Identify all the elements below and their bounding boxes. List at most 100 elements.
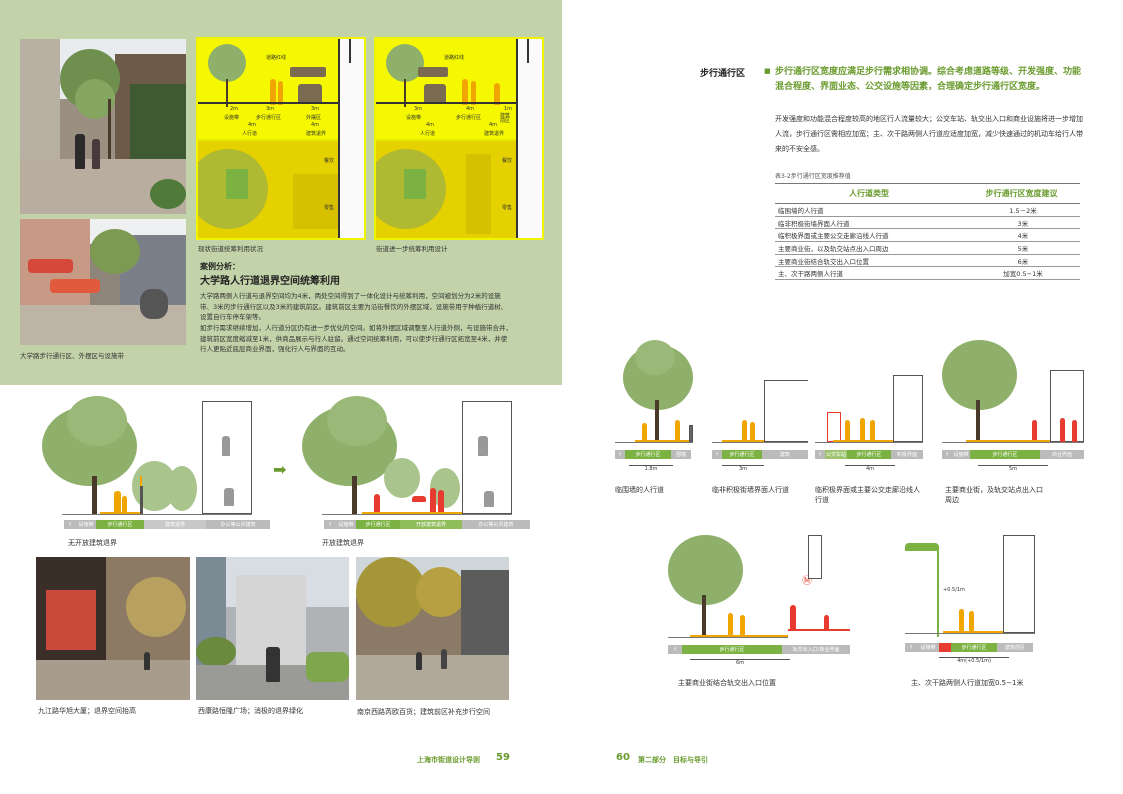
diagram-4-bar-1: 设施带	[952, 450, 970, 459]
plan-2-caption: 街道进一步统筹利用设计	[376, 245, 448, 253]
plan-2-width-2: 4m	[466, 106, 475, 112]
plan-current-state: 道路红线 2m 3m 3m 设施带 步行通行区 外摆区 4m 4m 人行道 建筑…	[196, 37, 366, 240]
footer-right-title: 第二部分 目标与导引	[638, 756, 708, 764]
diagram-non-active-frontage: ↑ 步行通行区 建筑 3m	[712, 340, 812, 475]
plan-1-group-2: 建筑退界	[306, 131, 327, 137]
side-heading: 步行通行区	[700, 69, 746, 79]
case-body-1: 大学路两侧人行道与退界空间均为4米，两处空间得到了一体化设计与统筹利用，空间被划…	[200, 292, 508, 321]
footer-left-title: 上海市街道设计导则	[417, 756, 480, 764]
photo-bottom-caption-1: 九江路华旭大厦；退界空间抬高	[38, 707, 136, 715]
widening-marker	[939, 643, 951, 652]
up-arrow-icon: ↑	[64, 520, 76, 529]
plan-1-width-3: 3m	[311, 106, 320, 112]
table-cell: 6米	[963, 254, 1080, 268]
diagram-6-bar-2: 步行通行区	[951, 643, 997, 652]
plan-1-side-label-1: 餐饮	[323, 158, 334, 164]
diagram-1-bar-2: 围墙	[671, 450, 691, 459]
table-cell: 3米	[963, 216, 1080, 230]
footer-left-page: 59	[496, 752, 510, 763]
table-cell: 主要商业街，以及轨交站点出入口周边	[775, 241, 963, 255]
lead-paragraph: 步行通行区宽度应满足步行需求相协调。综合考虑道路等级、开发强度、功能混合程度、界…	[775, 67, 1082, 92]
up-arrow-icon: ↑	[615, 450, 625, 459]
diagram-2-bar-2: 建筑	[762, 450, 808, 459]
diagram-6-bar-1: 设施带	[917, 643, 939, 652]
photo-daxue-road-outdoor-seating	[20, 219, 186, 345]
diagram-6-caption: 主、次干路两侧人行道加宽0.5−1米	[911, 679, 1024, 687]
plan-2-group-2: 建筑退界	[484, 131, 505, 137]
photo-caption-1: 大学路步行通行区、外摆区与设施带	[20, 352, 124, 360]
plan-1-span-b: 4m	[311, 122, 320, 128]
photo-nanjing-west-road	[356, 557, 509, 700]
case-label: 案例分析：	[200, 262, 240, 271]
section-right-bar-4: 办公等公共建筑	[462, 520, 530, 529]
table-cell: 临积极界面或主要公交走廊沿线人行道	[775, 228, 963, 243]
plan-2-side-label-2: 零售	[501, 205, 512, 211]
plan-2-zone-1: 设施带	[406, 115, 422, 121]
plan-2-width-1: 3m	[414, 106, 423, 112]
diagram-arterial-widening: +0.5/1m ↑ 设施带 步行通行区 建筑前区 4m(+0.5/1m)	[905, 535, 1035, 675]
diagram-6-bar-3: 建筑前区	[997, 643, 1033, 652]
bullet-icon: ■	[764, 67, 771, 75]
diagram-1-bar-1: 步行通行区	[625, 450, 671, 459]
diagram-2-bar-1: 步行通行区	[722, 450, 762, 459]
diagram-5-width: 6m	[690, 659, 790, 666]
photo-bottom-caption-3: 南京西路芮欧百货；建筑前区补充步行空间	[357, 708, 490, 716]
section-right-bar-3: 开放建筑退界	[400, 520, 462, 529]
photo-jiujiang-road	[36, 557, 190, 700]
diagram-3-bar-1: 公交车站	[825, 450, 847, 459]
diagram-commercial-metro: ↑ 设施带 步行通行区 商业界面 5m	[942, 340, 1084, 475]
table-caption: 表3-2步行通行区宽度推荐值	[775, 173, 851, 180]
table-header-width: 步行通行区宽度建议	[963, 183, 1080, 204]
diagram-wall-sidewalk: ↑ 步行通行区 围墙 1.8m	[615, 340, 710, 475]
plan-1-group-1: 人行道	[242, 131, 258, 137]
diagram-metro-entrance: Ⓜ ↑ 步行通行区 轨交出入口/商业界面 6m	[668, 535, 850, 675]
section-no-open-setback: ↑ 设施带 步行通行区 建筑退界 办公等公共建筑	[42, 396, 282, 534]
diagram-5-caption: 主要商业街结合轨交出入口位置	[678, 679, 776, 687]
diagram-2-caption: 临非积极街墙界面人行道	[712, 486, 789, 494]
up-arrow-icon: ↑	[324, 520, 336, 529]
diagram-active-frontage-bus: ↑ 公交车站 步行通行区 积极界面 4m	[815, 340, 925, 475]
case-body-2: 如步行需求继续增加，人行道分区仍有进一步优化的空间。如将外摆区域调整至人行道外侧…	[200, 324, 512, 353]
up-arrow-icon: ↑	[668, 645, 682, 654]
photo-bottom-caption-2: 西康路恒隆广场；消极的退界绿化	[198, 707, 303, 715]
up-arrow-icon: ↑	[712, 450, 722, 459]
diagram-3-caption: 临积极界面或主要公交走廊沿线人行道	[815, 486, 920, 504]
plan-1-width-1: 2m	[230, 106, 239, 112]
plan-2-group-1: 人行道	[420, 131, 436, 137]
diagram-4-bar-3: 商业界面	[1040, 450, 1084, 459]
diagram-5-bar-2: 轨交出入口/商业界面	[782, 645, 850, 654]
diagram-3-bar-2: 步行通行区	[847, 450, 891, 459]
diagram-6-extra-label: +0.5/1m	[943, 587, 965, 593]
section-right-bar-1: 设施带	[336, 520, 356, 529]
diagram-4-width: 5m	[978, 465, 1048, 472]
section-open-setback: ↑ 设施带 步行通行区 开放建筑退界 办公等公共建筑	[302, 396, 542, 534]
plan-2-zone-2: 步行通行区	[456, 115, 482, 121]
section-left-bar-4: 办公等公共建筑	[206, 520, 270, 529]
diagram-2-width: 3m	[722, 465, 764, 472]
section-right-caption: 开放建筑退界	[322, 539, 364, 547]
body-paragraph: 开发强度和功能混合程度较高的地区行人流量较大；公交车站、轨交出入口和商业设施将进…	[775, 115, 1083, 153]
plan-2-side-label-1: 餐饮	[501, 158, 512, 164]
diagram-4-caption: 主要商业街，及轨交站点出入口周边	[945, 486, 1043, 504]
case-title: 大学路人行道退界空间统筹利用	[200, 276, 340, 287]
photo-daxue-road-street	[20, 39, 186, 214]
arrow-right-icon: ➡	[273, 460, 287, 479]
plan-2-zone-3: 建筑前区	[500, 113, 511, 124]
plan-1-width-2: 3m	[266, 106, 275, 112]
table-cell: 主要商业街结合轨交出入口位置	[775, 254, 963, 268]
plan-1-caption: 现状街道统筹利用状况	[198, 245, 263, 253]
table-cell: 4米	[963, 228, 1080, 243]
plan-2-span-b: 4m	[489, 122, 498, 128]
up-arrow-icon: ↑	[815, 450, 825, 459]
section-left-caption: 无开放建筑退界	[68, 539, 117, 547]
plan-2-red-line-label: 道路红线	[444, 55, 465, 61]
diagram-3-width: 4m	[845, 465, 895, 472]
metro-icon: Ⓜ	[802, 576, 812, 587]
section-left-bar-2: 步行通行区	[96, 520, 144, 529]
footer-right-page: 60	[616, 752, 630, 763]
plan-2-width-3: 1m	[504, 106, 513, 112]
